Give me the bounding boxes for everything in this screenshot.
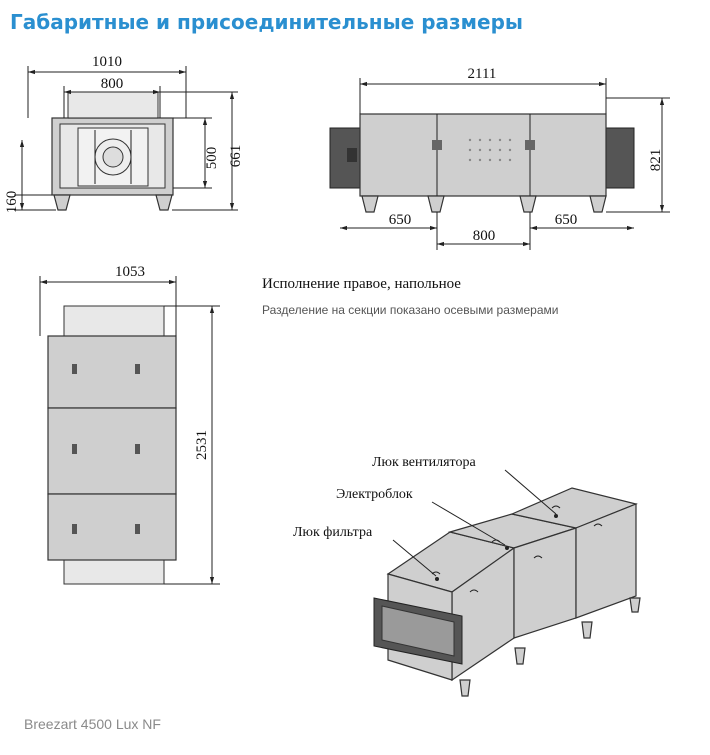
callout-fan-hatch: Люк вентилятора <box>372 455 476 470</box>
configuration-label: Исполнение правое, напольное <box>262 276 461 292</box>
dim-front-width-inner: 800 <box>101 76 124 92</box>
dim-top-width: 1053 <box>115 264 145 280</box>
dim-side-middle: 800 <box>473 228 496 244</box>
dim-side-left-offset: 650 <box>389 212 412 228</box>
page-title: Габаритные и присоединительные размеры <box>10 10 523 34</box>
dim-front-height-overall: 661 <box>228 145 244 168</box>
dim-side-right-offset: 650 <box>555 212 578 228</box>
dim-front-leg-height: 160 <box>4 191 20 214</box>
side-body <box>359 113 607 197</box>
top-duct-top <box>63 305 165 337</box>
side-view: 2111 821 650 800 650 <box>329 66 670 250</box>
dim-side-height: 821 <box>648 149 664 172</box>
sections-note: Разделение на секции показано осевыми ра… <box>262 303 559 317</box>
top-section-2 <box>47 407 177 495</box>
side-duct-right <box>605 127 635 189</box>
callout-electro-block: Электроблок <box>336 487 413 502</box>
dim-top-length: 2531 <box>194 430 210 460</box>
iso-side-3 <box>575 503 637 619</box>
isometric-view: Люк вентилятора Электроблок Люк фильтра <box>293 455 641 697</box>
dim-front-height-inner: 500 <box>204 147 220 170</box>
top-duct-bottom <box>63 559 165 585</box>
callout-filter-hatch: Люк фильтра <box>293 525 373 540</box>
top-section-3 <box>47 493 177 561</box>
top-section-1 <box>47 335 177 409</box>
model-name: Breezart 4500 Lux NF <box>24 716 161 732</box>
front-flange <box>67 91 159 119</box>
dim-side-length: 2111 <box>468 66 497 82</box>
dim-front-width-overall: 1010 <box>92 54 122 70</box>
front-view: 1010 800 500 661 160 <box>4 54 244 213</box>
top-view: 1053 2531 <box>39 264 220 585</box>
iso-side-2 <box>513 527 577 639</box>
